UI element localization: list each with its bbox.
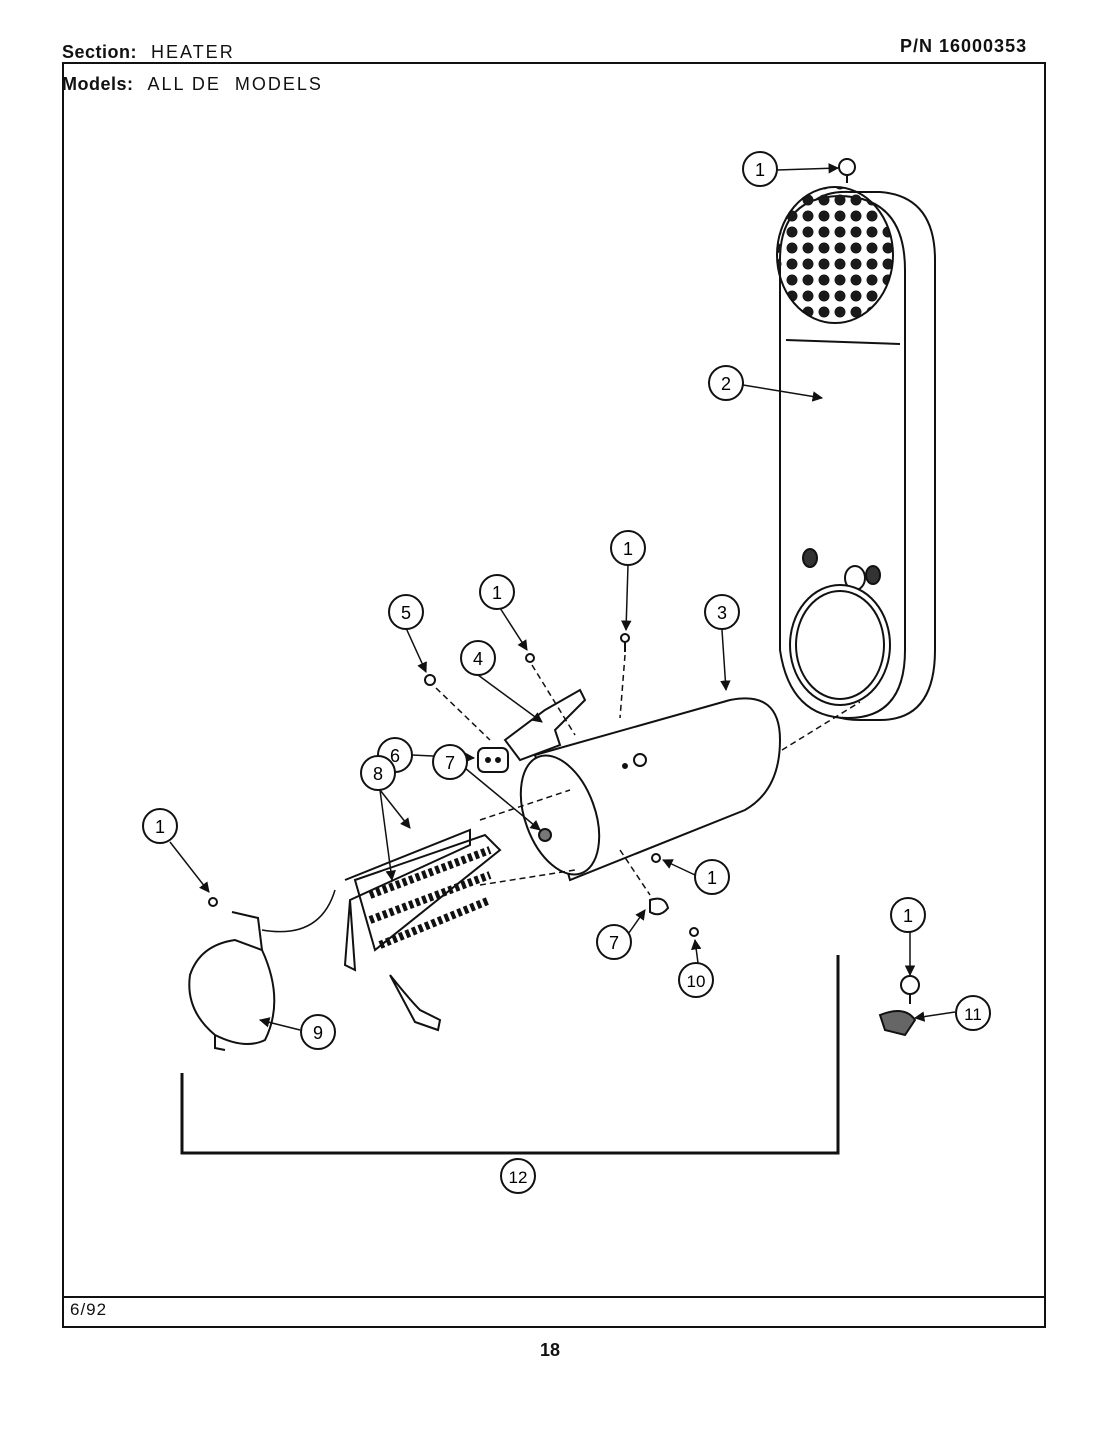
page-number: 18 bbox=[539, 1340, 561, 1360]
revision-date: 6/92 bbox=[70, 1300, 108, 1319]
section-header: Section: HEATER bbox=[62, 42, 235, 63]
callout-1-fuse-screw: 1 bbox=[890, 897, 926, 933]
footer-divider bbox=[62, 1296, 1046, 1298]
svg-text:12: 12 bbox=[509, 1168, 528, 1187]
svg-text:1: 1 bbox=[492, 583, 502, 603]
callout-1-lower-screw: 1 bbox=[694, 859, 730, 895]
callout-7-upper: 7 bbox=[432, 744, 468, 780]
svg-text:1: 1 bbox=[755, 160, 765, 180]
svg-text:8: 8 bbox=[373, 764, 383, 784]
svg-text:1: 1 bbox=[155, 817, 165, 837]
heating-element bbox=[343, 828, 502, 1032]
callout-10-screw: 10 bbox=[678, 962, 714, 998]
svg-text:1: 1 bbox=[623, 539, 633, 559]
svg-text:2: 2 bbox=[721, 374, 731, 394]
section-value: HEATER bbox=[151, 42, 235, 62]
svg-text:10: 10 bbox=[687, 972, 706, 991]
section-label: Section: bbox=[62, 42, 138, 62]
small-parts bbox=[208, 158, 920, 1037]
callout-8-element: 8 bbox=[360, 755, 396, 791]
heater-duct bbox=[776, 186, 936, 721]
svg-text:6: 6 bbox=[390, 746, 400, 766]
callout-4-bracket: 4 bbox=[460, 640, 496, 676]
callout-3-housing: 3 bbox=[704, 594, 740, 630]
callout-1-bracket-screw: 1 bbox=[479, 574, 515, 610]
callout-1-cover-screw: 1 bbox=[142, 808, 178, 844]
part-number: P/N 16000353 bbox=[900, 36, 1028, 56]
callout-9-cover: 9 bbox=[300, 1014, 336, 1050]
heater-housing bbox=[519, 697, 782, 882]
leader-lines bbox=[169, 163, 956, 1031]
diagram-frame bbox=[62, 62, 1046, 1328]
thermostat bbox=[477, 747, 509, 773]
callout-2-duct: 2 bbox=[708, 365, 744, 401]
callout-11-fuse: 11 bbox=[955, 995, 991, 1031]
bracket bbox=[503, 688, 587, 762]
models-header: Models: ALL DE MODELS bbox=[62, 74, 323, 95]
callout-7-lower: 7 bbox=[596, 924, 632, 960]
svg-text:5: 5 bbox=[401, 603, 411, 623]
svg-text:3: 3 bbox=[717, 603, 727, 623]
svg-text:7: 7 bbox=[609, 933, 619, 953]
models-value: ALL DE MODELS bbox=[147, 74, 323, 94]
callout-12-kit: 12 bbox=[500, 1158, 536, 1194]
models-label: Models: bbox=[62, 74, 134, 94]
callout-1-housing-screw: 1 bbox=[610, 530, 646, 566]
callout-5-thermostat-screw: 5 bbox=[388, 594, 424, 630]
svg-text:11: 11 bbox=[964, 1005, 982, 1024]
element-cover bbox=[188, 889, 336, 1051]
kit-bracket bbox=[180, 955, 840, 1155]
svg-text:7: 7 bbox=[445, 753, 455, 773]
svg-text:4: 4 bbox=[473, 649, 483, 669]
svg-text:9: 9 bbox=[313, 1023, 323, 1043]
svg-text:1: 1 bbox=[707, 868, 717, 888]
callout-1-duct-screw: 1 bbox=[742, 151, 778, 187]
svg-text:1: 1 bbox=[903, 906, 913, 926]
